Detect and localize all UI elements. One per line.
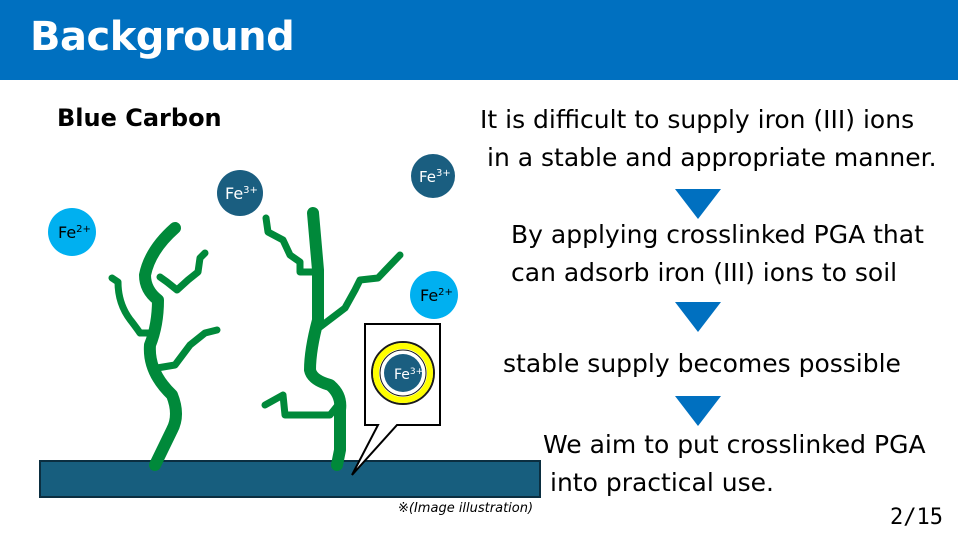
reference-mark: ※ (398, 501, 409, 516)
svg-text:Fe2+: Fe2+ (420, 286, 453, 305)
svg-text:Fe3+: Fe3+ (394, 367, 423, 383)
fe3-ion: Fe3+ (411, 154, 455, 198)
flow-step-4-line-2: into practical use. (550, 468, 774, 497)
flow-step-3: stable supply becomes possible (503, 349, 901, 378)
fe3-ion: Fe3+ (217, 170, 263, 216)
flow-step-4-line-1: We aim to put crosslinked PGA (543, 430, 926, 459)
seaweed-right (261, 207, 404, 471)
svg-text:Fe2+: Fe2+ (58, 223, 91, 242)
section-subtitle: Blue Carbon (57, 104, 222, 132)
fe2-ion: Fe2+ (48, 208, 96, 256)
illustration-note: ※(Image illustration) (398, 501, 533, 516)
flow-step-1-line-2: in a stable and appropriate manner. (487, 143, 937, 172)
seaweed-left (108, 222, 221, 471)
flow-step-2-line-2: can adsorb iron (III) ions to soil (511, 258, 898, 287)
callout-bubble: Fe3+ (351, 323, 441, 476)
page-number: 2/15 (890, 505, 943, 530)
down-arrow-icon (675, 302, 721, 332)
header-bar: Background (0, 0, 958, 80)
fe2-ion: Fe2+ (410, 271, 458, 319)
down-arrow-icon (675, 189, 721, 219)
note-text: (Image illustration) (408, 501, 534, 516)
fe3-ion-captured (384, 354, 422, 392)
flow-step-1-line-1: It is difficult to supply iron (III) ion… (480, 105, 915, 134)
svg-text:Fe3+: Fe3+ (419, 168, 451, 186)
down-arrow-icon (675, 396, 721, 426)
svg-text:Fe3+: Fe3+ (225, 184, 258, 203)
slide-title: Background (30, 14, 295, 60)
flow-step-2-line-1: By applying crosslinked PGA that (511, 220, 924, 249)
soil-ground (39, 460, 541, 498)
